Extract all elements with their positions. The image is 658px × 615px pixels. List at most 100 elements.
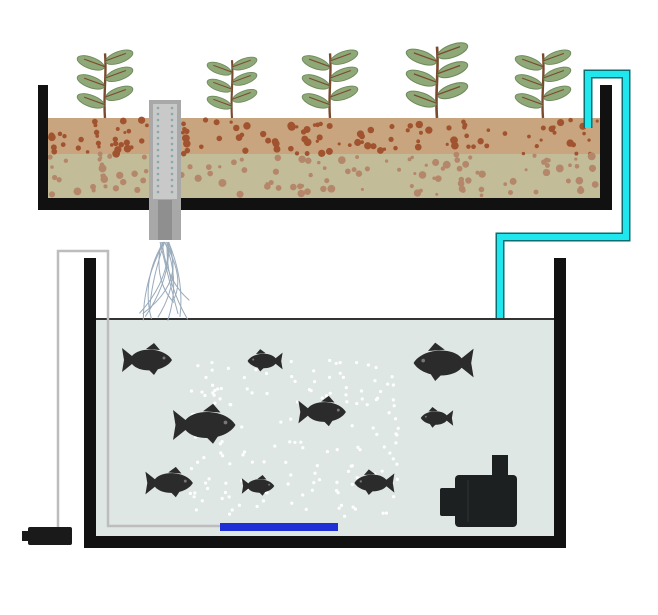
media-particle (216, 135, 223, 142)
media-particle (568, 163, 572, 168)
media-particle (273, 145, 281, 153)
media-particle (300, 129, 307, 135)
media-particle (230, 159, 237, 166)
bubble (230, 508, 234, 512)
media-particle (388, 136, 394, 142)
bubble (203, 393, 207, 398)
media-particle (565, 178, 571, 184)
pump-icon (440, 455, 517, 527)
bubble (188, 491, 192, 496)
media-particle (181, 121, 186, 127)
bubble (228, 402, 232, 407)
media-particle (115, 126, 120, 131)
plants (76, 42, 572, 119)
media-particle (295, 125, 299, 129)
bubble (192, 495, 196, 499)
bubble (349, 464, 353, 468)
media-particle (566, 139, 574, 147)
bubble (365, 403, 369, 407)
media-particle (484, 143, 490, 149)
bubble (189, 467, 194, 471)
plant-icon (206, 56, 258, 119)
media-particle (414, 143, 422, 151)
media-particle (272, 168, 280, 175)
media-particle (119, 117, 127, 125)
bubble (290, 375, 294, 379)
bubble (382, 445, 386, 449)
media-particle (316, 134, 323, 141)
media-particle (407, 123, 414, 129)
bubble (264, 371, 269, 376)
media-particle (315, 139, 319, 143)
media-particle (112, 185, 120, 192)
air-stone-icon (220, 523, 338, 531)
media-particle (432, 176, 436, 180)
bubble (218, 397, 222, 401)
bubble (241, 453, 245, 457)
media-particle (140, 177, 147, 184)
media-particle (194, 174, 202, 182)
bubble (254, 368, 258, 372)
bubble (224, 481, 228, 485)
siphon-icon (139, 100, 190, 321)
bubble (312, 369, 316, 373)
bubble (324, 394, 329, 398)
media-particle (574, 151, 579, 156)
bubble (395, 433, 399, 437)
media-particle (533, 189, 539, 195)
media-particle (113, 141, 119, 147)
bubble (237, 503, 241, 507)
bubble (379, 389, 383, 394)
bubble (373, 379, 377, 383)
bubble (338, 361, 342, 365)
media-particle (434, 175, 442, 183)
bubble (346, 469, 351, 473)
media-particle (97, 145, 101, 149)
media-particle (410, 155, 414, 160)
fish-icon (122, 343, 172, 375)
bubble (265, 491, 269, 495)
media-particle (445, 142, 449, 146)
bubble (194, 508, 198, 512)
media-particle (100, 175, 109, 184)
bubble (392, 404, 396, 408)
media-particle (393, 145, 398, 151)
media-particle (316, 160, 321, 165)
media-particle (129, 145, 134, 150)
media-particle (574, 163, 580, 169)
media-particle (184, 147, 191, 154)
bubble (304, 507, 308, 511)
media-particle (575, 176, 584, 185)
bubble (374, 365, 378, 370)
bubble (384, 511, 389, 515)
media-particle (91, 188, 96, 193)
media-particle (507, 189, 514, 196)
media-particle (109, 143, 114, 147)
media-particle (95, 140, 101, 146)
bubble (284, 460, 288, 464)
media-particle (442, 160, 451, 169)
bubble (312, 379, 317, 384)
media-particle (213, 119, 220, 126)
bubble (334, 489, 339, 493)
bubble (227, 495, 231, 499)
bubble (204, 375, 208, 380)
bubble (219, 451, 223, 455)
bubble (228, 462, 232, 466)
media-particle (548, 125, 556, 133)
media-particle (456, 165, 463, 172)
media-particle (337, 156, 346, 164)
media-particle (326, 122, 333, 129)
bubble (393, 417, 398, 421)
bubble (341, 375, 346, 379)
media-particle (93, 123, 98, 128)
media-particle (202, 117, 209, 123)
air-pump-icon (22, 527, 72, 545)
bubble (200, 499, 204, 503)
bubble (301, 446, 305, 450)
media-particle (407, 157, 412, 162)
media-particle (134, 186, 141, 193)
media-particle (377, 147, 384, 154)
media-particle (464, 133, 470, 139)
bubble (391, 495, 396, 499)
